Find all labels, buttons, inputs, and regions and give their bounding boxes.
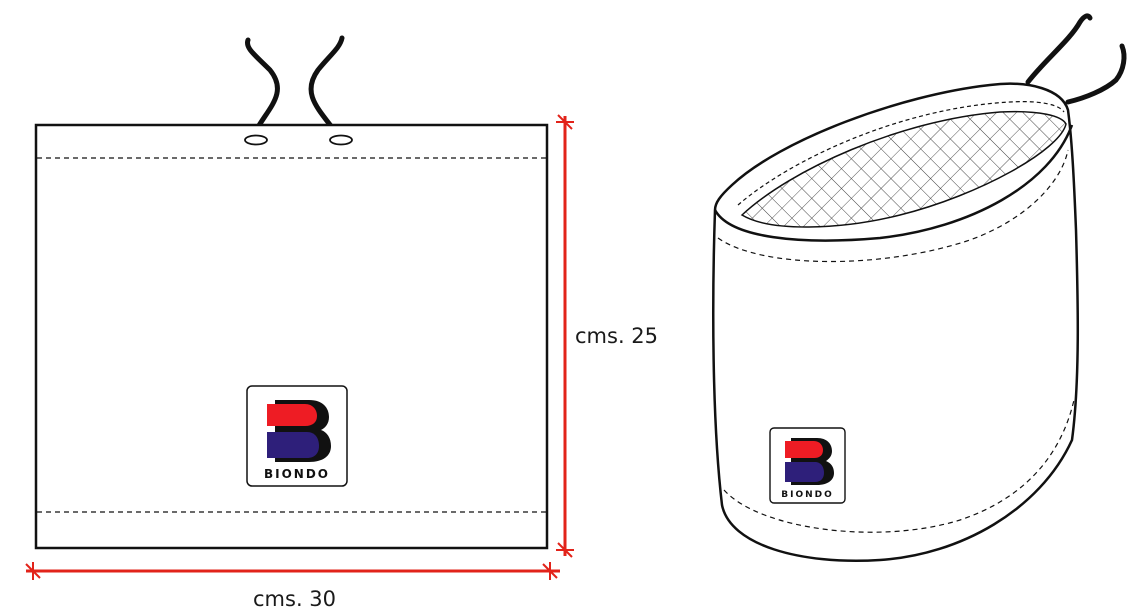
logo-wordmark-small: BIONDO bbox=[781, 490, 834, 500]
logo-red-bar bbox=[267, 404, 317, 426]
perspective-bag-view: BIONDO bbox=[712, 13, 1127, 562]
left-eyelet bbox=[244, 134, 268, 146]
left-cord bbox=[245, 37, 280, 141]
dimension-lines bbox=[25, 114, 574, 580]
bag-rim-front bbox=[713, 124, 1074, 242]
cord-lower bbox=[1065, 43, 1127, 105]
width-label: cms. 30 bbox=[253, 587, 336, 611]
height-label: cms. 25 bbox=[575, 324, 658, 348]
mesh-interior-edge bbox=[740, 110, 1067, 228]
logo-wordmark: BIONDO bbox=[264, 467, 330, 481]
logo-blue-bar bbox=[267, 432, 319, 458]
right-cord bbox=[308, 35, 345, 141]
flat-bag-view: BIONDO bbox=[34, 35, 549, 550]
biondo-logo-flat: BIONDO bbox=[246, 385, 348, 487]
lower-body-stitch bbox=[723, 399, 1075, 533]
cord-upper bbox=[1025, 13, 1093, 85]
biondo-logo-perspective: BIONDO bbox=[769, 427, 846, 504]
rim-inner-stitch bbox=[737, 101, 1065, 206]
right-eyelet bbox=[329, 134, 353, 146]
